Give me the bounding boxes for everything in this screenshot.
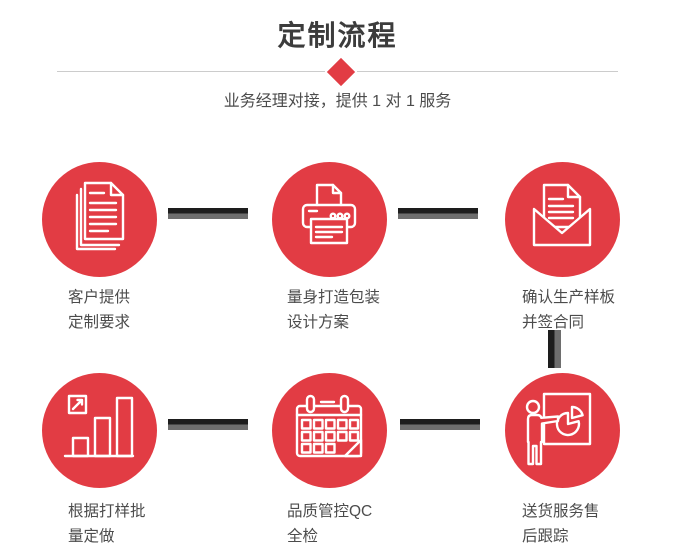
step-circle-5 bbox=[272, 373, 387, 488]
step-label-5: 品质管控QC 全检 bbox=[287, 503, 373, 545]
step-label-6: 送货服务售 后跟踪 bbox=[522, 503, 600, 545]
connector-step5-step6 bbox=[400, 419, 480, 430]
step-label-3: 确认生产样板 并签合同 bbox=[522, 289, 616, 331]
step-circle-2 bbox=[272, 162, 387, 277]
connector-step3-step6 bbox=[548, 330, 561, 368]
step-label-4: 根据打样批 量定做 bbox=[68, 503, 146, 545]
step-label-2: 量身打造包装 设计方案 bbox=[287, 289, 381, 331]
connector-step4-step5 bbox=[168, 419, 248, 430]
bar-chart-icon bbox=[63, 394, 135, 458]
step-circle-4 bbox=[42, 373, 157, 488]
page-title: 定制流程 bbox=[277, 20, 398, 51]
presentation-icon bbox=[525, 392, 592, 466]
step-label-1: 客户提供 定制要求 bbox=[68, 289, 131, 331]
step-circle-1 bbox=[42, 162, 157, 277]
calendar-icon bbox=[295, 394, 363, 458]
step-circle-3 bbox=[505, 162, 620, 277]
connector-step2-step3 bbox=[398, 208, 478, 219]
connector-step1-step2 bbox=[168, 208, 248, 219]
documents-icon bbox=[75, 181, 125, 251]
printer-icon bbox=[301, 183, 357, 245]
page-subtitle: 业务经理对接，提供 1 对 1 服务 bbox=[223, 93, 452, 110]
step-circle-6 bbox=[505, 373, 620, 488]
envelope-icon bbox=[532, 183, 592, 247]
